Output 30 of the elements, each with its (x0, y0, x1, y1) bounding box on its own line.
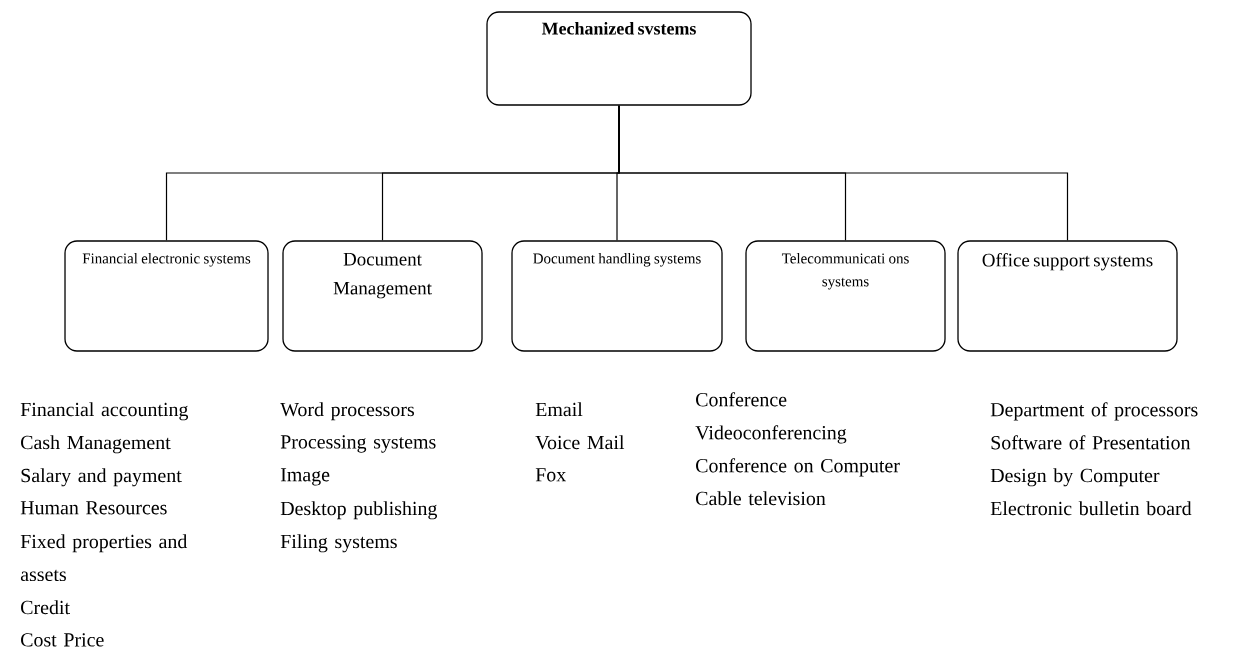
list-item: Electronic bulletin board (990, 501, 1192, 516)
process-box: Mechanized svstems (486, 11, 752, 106)
process-box: Financial electronic systems (64, 240, 269, 352)
list-item: Design by Computer (990, 468, 1160, 487)
list-item: Videoconferencing (695, 425, 847, 444)
process-box: Telecommunicati ons systems (745, 240, 946, 352)
list-item: Cable television (696, 491, 826, 506)
list-item: Human Resources (20, 501, 167, 515)
list-item: Cost Price (21, 633, 104, 647)
list-item: Financial accounting (20, 402, 189, 421)
list-item: Voice Mail (535, 435, 625, 450)
list-item: Department of processors (990, 402, 1198, 421)
process-box: Office support systems (957, 240, 1178, 352)
list-item: Fixed properties and assets (20, 534, 188, 582)
process-box: Document handling systems (511, 240, 723, 352)
list-item: Credit (21, 600, 70, 615)
list-item: Salary and payment (21, 468, 182, 487)
list-item: Word processors (280, 402, 414, 421)
list-item: Software of Presentation (991, 435, 1191, 450)
list-item: Email (535, 402, 583, 417)
list-item: Desktop publishing (280, 501, 437, 520)
list-item: Cash Management (21, 435, 171, 454)
list-item: Fox (535, 468, 566, 482)
connector-line (618, 105, 1069, 241)
list-item: Filing systems (280, 534, 397, 553)
list-item: Conference (696, 392, 787, 407)
list-item: Image (280, 468, 330, 486)
process-box: Document Management (282, 240, 483, 352)
list-item: Processing systems (280, 435, 436, 453)
list-item: Conference on Computer (696, 458, 900, 477)
